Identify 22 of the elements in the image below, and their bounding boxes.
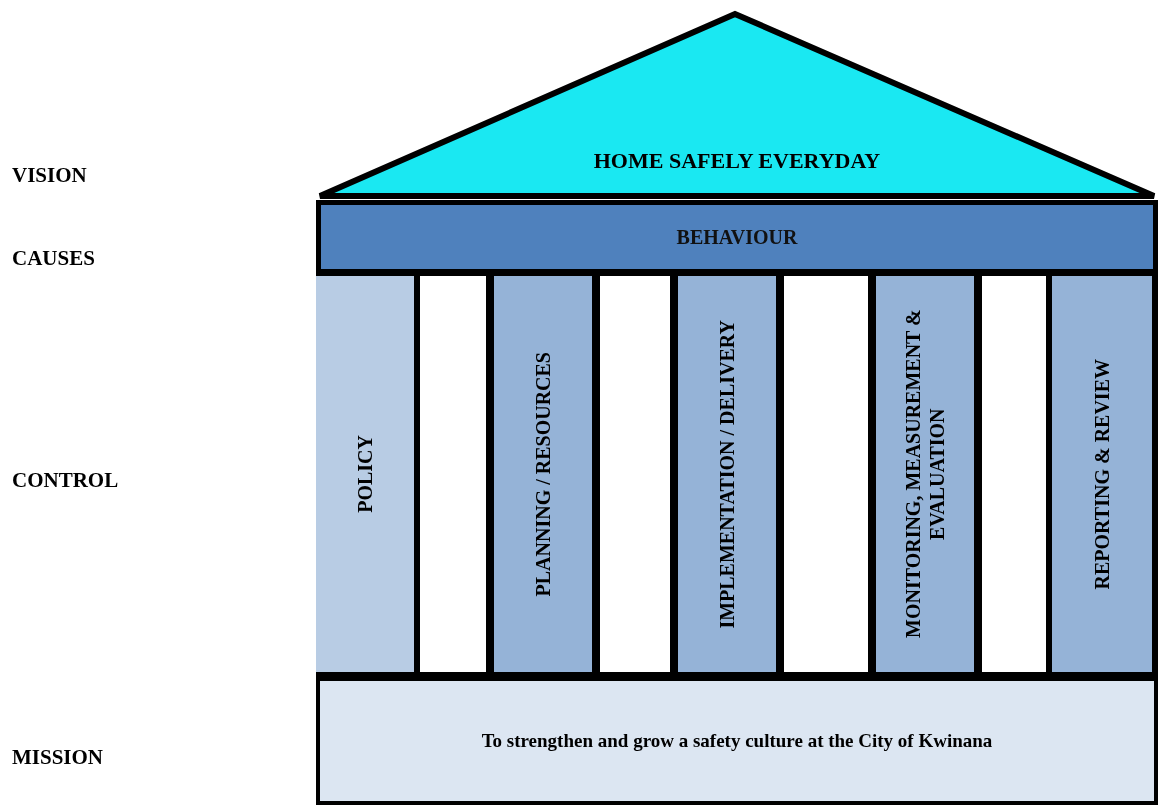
- pillar-label: PLANNING / RESOURCES: [531, 351, 555, 597]
- level-label: CONTROL: [12, 467, 119, 493]
- pillar-gap: [600, 276, 670, 672]
- pillar: [494, 276, 592, 672]
- pillar-label: REPORTING & REVIEW: [1090, 358, 1114, 590]
- pillar: [1052, 276, 1152, 672]
- pillar: [876, 276, 974, 672]
- pillar: [678, 276, 776, 672]
- level-label: MISSION: [12, 744, 104, 770]
- pillar-gap: [982, 276, 1046, 672]
- pillar-gap: [784, 276, 868, 672]
- roof-triangle: [316, 10, 1158, 200]
- pillar-label: MONITORING, MEASUREMENT & EVALUATION: [901, 308, 949, 641]
- mission-text: To strengthen and grow a safety culture at the City of Kwinana: [481, 730, 993, 752]
- level-label: VISION: [12, 162, 87, 188]
- pillar-gap: [420, 276, 486, 672]
- roof-label: HOME SAFELY EVERYDAY: [593, 148, 881, 174]
- level-label: CAUSES: [12, 245, 95, 271]
- pillar-label: POLICY: [353, 435, 377, 513]
- pillar: [316, 276, 414, 672]
- pillar-label: IMPLEMENTATION / DELIVERY: [715, 319, 739, 629]
- band-label: BEHAVIOUR: [676, 225, 798, 249]
